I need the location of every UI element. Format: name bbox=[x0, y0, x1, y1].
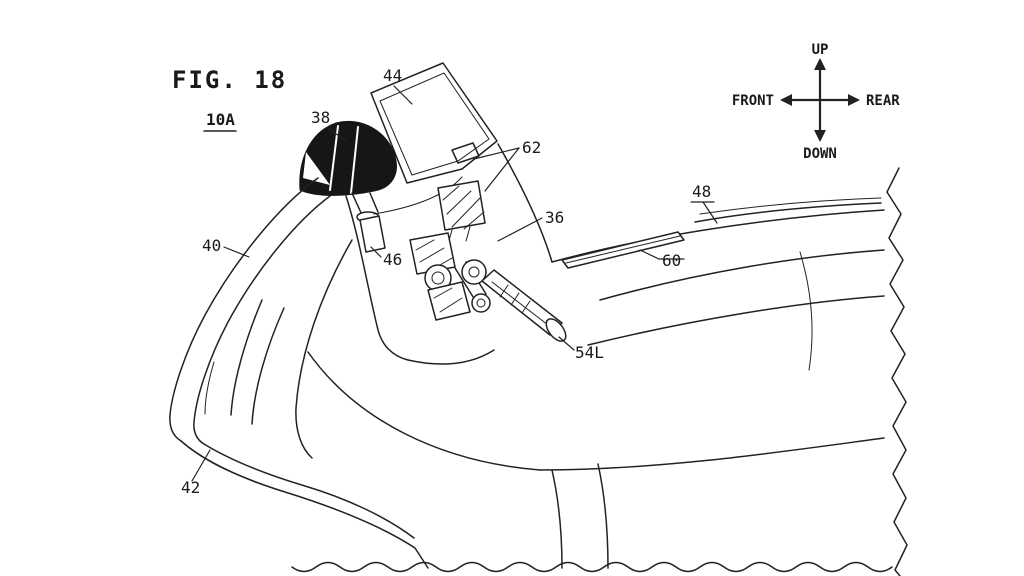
rear-view-mirror bbox=[300, 121, 397, 222]
front-fairing bbox=[170, 177, 540, 568]
cockpit-components bbox=[360, 181, 490, 320]
right-jagged-break bbox=[887, 168, 907, 576]
leader-steering bbox=[498, 218, 542, 241]
leader-meter-bracket-1 bbox=[474, 148, 519, 159]
inner-unit-box bbox=[360, 216, 385, 252]
lower-clamp-hatch bbox=[434, 288, 462, 312]
leader-meter-bracket-2 bbox=[485, 148, 519, 191]
windscreen-inner-line bbox=[380, 73, 489, 175]
leader-lower-cowl bbox=[192, 450, 210, 481]
direction-compass: UP DOWN FRONT REAR bbox=[732, 42, 900, 162]
part-labels: 44 38 62 36 48 60 40 46 54L 42 bbox=[181, 66, 717, 497]
fairing-vent-line-2 bbox=[252, 308, 284, 424]
mirror-highlight-1 bbox=[330, 126, 338, 190]
up-arrow-icon bbox=[814, 58, 826, 70]
cowl-front-edge bbox=[498, 144, 552, 262]
bar-base-inner bbox=[469, 267, 479, 277]
left-handlebar bbox=[462, 260, 570, 345]
mirror-highlight-2 bbox=[351, 127, 358, 193]
grip-ridges bbox=[500, 285, 530, 313]
leader-tail-cowl bbox=[703, 202, 717, 223]
leader-windscreen bbox=[394, 86, 412, 104]
lower-body-line bbox=[540, 438, 884, 470]
steering-head-box bbox=[410, 233, 455, 274]
bottom-scallop-break bbox=[292, 563, 892, 572]
mirror-stem-left bbox=[352, 193, 362, 215]
grip-tube bbox=[482, 270, 562, 335]
body-panels bbox=[498, 144, 884, 568]
compass-rear-label: REAR bbox=[866, 93, 900, 109]
assembly-ref-label: 10A bbox=[206, 110, 235, 129]
figure-title: FIG. 18 bbox=[172, 66, 287, 94]
fairing-nose-bottom bbox=[181, 441, 428, 568]
fairing-vent-line-1 bbox=[231, 300, 262, 415]
compass-front-label: FRONT bbox=[732, 93, 774, 109]
body-drop-line-2 bbox=[598, 464, 608, 568]
leader-left-grip bbox=[559, 337, 574, 350]
fairing-inner-edge bbox=[194, 196, 330, 444]
cockpit-opening-lower bbox=[408, 350, 494, 364]
windscreen bbox=[371, 63, 497, 183]
label-windscreen: 44 bbox=[383, 66, 402, 85]
tail-cowl-line-2 bbox=[700, 198, 881, 214]
bar-base-outer bbox=[462, 260, 486, 284]
steering-stem-line-1 bbox=[455, 268, 475, 300]
meter-bracket bbox=[438, 181, 485, 230]
label-meter-bracket: 62 bbox=[522, 138, 541, 157]
fairing-vent-accent bbox=[205, 362, 214, 414]
fairing-inner-lower bbox=[204, 444, 414, 538]
body-drop-line-1 bbox=[552, 470, 562, 568]
side-panel-line-2 bbox=[588, 296, 884, 345]
knee-fairing-curve bbox=[308, 352, 540, 470]
compass-down-label: DOWN bbox=[803, 146, 837, 162]
mirror-glass-wedge bbox=[303, 152, 330, 185]
leader-trim-line bbox=[640, 250, 684, 259]
windscreen-mount-plate bbox=[452, 143, 479, 163]
figure-heading: FIG. 18 10A bbox=[172, 66, 287, 131]
leader-mirror bbox=[328, 128, 346, 141]
label-mirror: 38 bbox=[311, 108, 330, 127]
leader-front-cowl bbox=[224, 247, 249, 257]
trim-strip-inner bbox=[566, 236, 680, 263]
rear-arrow-icon bbox=[848, 94, 860, 106]
label-inner-unit: 46 bbox=[383, 250, 402, 269]
mirror-stem-right bbox=[370, 193, 378, 212]
cockpit-opening-edge bbox=[346, 196, 408, 360]
dash-panel-line bbox=[374, 177, 462, 214]
label-tail-cowl: 48 bbox=[692, 182, 711, 201]
mirror-housing bbox=[300, 121, 397, 195]
label-trim-line: 60 bbox=[662, 251, 681, 270]
front-arrow-icon bbox=[780, 94, 792, 106]
meter-bracket-hatch bbox=[443, 186, 484, 229]
stem-clamp-inner bbox=[477, 299, 485, 307]
tail-cowl-line-1 bbox=[695, 203, 881, 222]
windscreen-outline bbox=[371, 63, 497, 183]
steering-nut-inner bbox=[432, 272, 444, 284]
tank-top-edge bbox=[552, 210, 884, 262]
grip-midline bbox=[492, 282, 552, 328]
lower-clamp-box bbox=[428, 282, 470, 320]
grip-end-cap bbox=[542, 315, 569, 344]
label-front-cowl: 40 bbox=[202, 236, 221, 255]
label-steering: 36 bbox=[545, 208, 564, 227]
down-arrow-icon bbox=[814, 130, 826, 142]
side-panel-accent bbox=[800, 252, 812, 370]
break-lines bbox=[292, 168, 907, 576]
label-left-grip: 54L bbox=[575, 343, 604, 362]
fairing-crease bbox=[296, 240, 352, 458]
leader-inner-unit bbox=[371, 247, 381, 257]
label-lower-cowl: 42 bbox=[181, 478, 200, 497]
side-panel-line-1 bbox=[600, 250, 884, 300]
fairing-outer-edge bbox=[170, 178, 318, 441]
stem-clamp-outer bbox=[472, 294, 490, 312]
compass-up-label: UP bbox=[812, 42, 829, 58]
